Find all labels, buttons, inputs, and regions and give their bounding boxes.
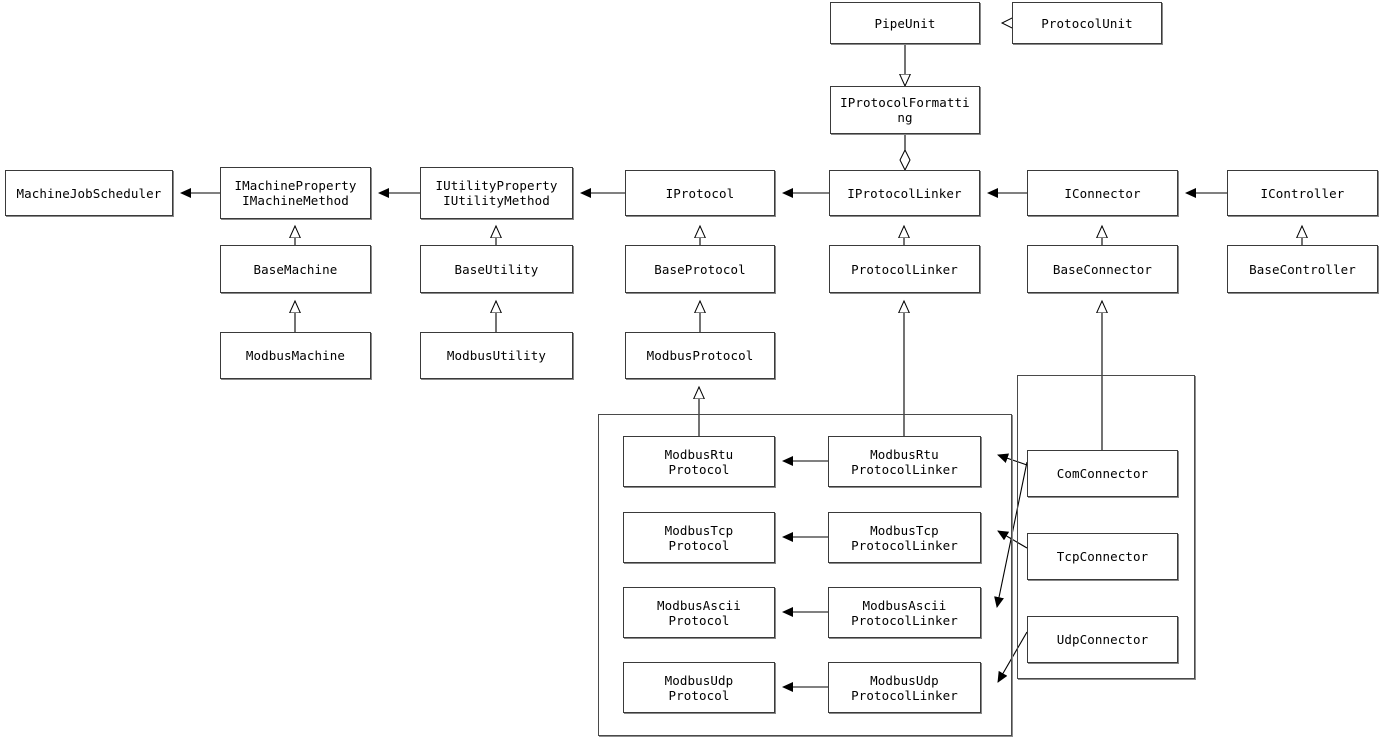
class-box-modbusudpprotocol[interactable]: ModbusUdp Protocol [623, 662, 775, 713]
class-box-tcpconnector[interactable]: TcpConnector [1027, 533, 1178, 580]
class-box-iconnector[interactable]: IConnector [1027, 170, 1178, 216]
class-box-iprotocol[interactable]: IProtocol [625, 170, 775, 216]
class-box-machinejobscheduler[interactable]: MachineJobScheduler [5, 170, 173, 216]
class-box-modbusudpprotocollinker[interactable]: ModbusUdp ProtocolLinker [828, 662, 981, 713]
class-box-modbusrtuprotocollinker[interactable]: ModbusRtu ProtocolLinker [828, 436, 981, 487]
class-box-pipeunit[interactable]: PipeUnit [830, 2, 980, 44]
class-box-modbusutility[interactable]: ModbusUtility [420, 332, 573, 379]
class-box-basecontroller[interactable]: BaseController [1227, 245, 1378, 293]
class-box-baseconnector[interactable]: BaseConnector [1027, 245, 1178, 293]
class-box-icontroller[interactable]: IController [1227, 170, 1378, 216]
class-box-udpconnector[interactable]: UdpConnector [1027, 616, 1178, 663]
class-box-imachineproperty[interactable]: IMachineProperty IMachineMethod [220, 167, 371, 219]
class-box-baseutility[interactable]: BaseUtility [420, 245, 573, 293]
class-box-modbustcpprotocollinker[interactable]: ModbusTcp ProtocolLinker [828, 512, 981, 563]
class-box-modbusprotocol[interactable]: ModbusProtocol [625, 332, 775, 379]
class-box-iutilityproperty[interactable]: IUtilityProperty IUtilityMethod [420, 167, 573, 219]
class-box-modbusmachine[interactable]: ModbusMachine [220, 332, 371, 379]
class-box-modbusrtuprotocol[interactable]: ModbusRtu Protocol [623, 436, 775, 487]
class-box-comconnector[interactable]: ComConnector [1027, 450, 1178, 497]
class-box-iprotocollinker[interactable]: IProtocolLinker [829, 170, 980, 216]
class-box-modbustcpprotocol[interactable]: ModbusTcp Protocol [623, 512, 775, 563]
class-box-iprotocolformatting[interactable]: IProtocolFormatti ng [830, 86, 980, 134]
class-box-modbusasciiprotocol[interactable]: ModbusAscii Protocol [623, 587, 775, 638]
class-box-baseprotocol[interactable]: BaseProtocol [625, 245, 775, 293]
class-box-basemachine[interactable]: BaseMachine [220, 245, 371, 293]
class-box-modbusasciiprotocollinker[interactable]: ModbusAscii ProtocolLinker [828, 587, 981, 638]
class-box-protocollinker[interactable]: ProtocolLinker [829, 245, 980, 293]
class-box-protocolunit[interactable]: ProtocolUnit [1012, 2, 1162, 44]
